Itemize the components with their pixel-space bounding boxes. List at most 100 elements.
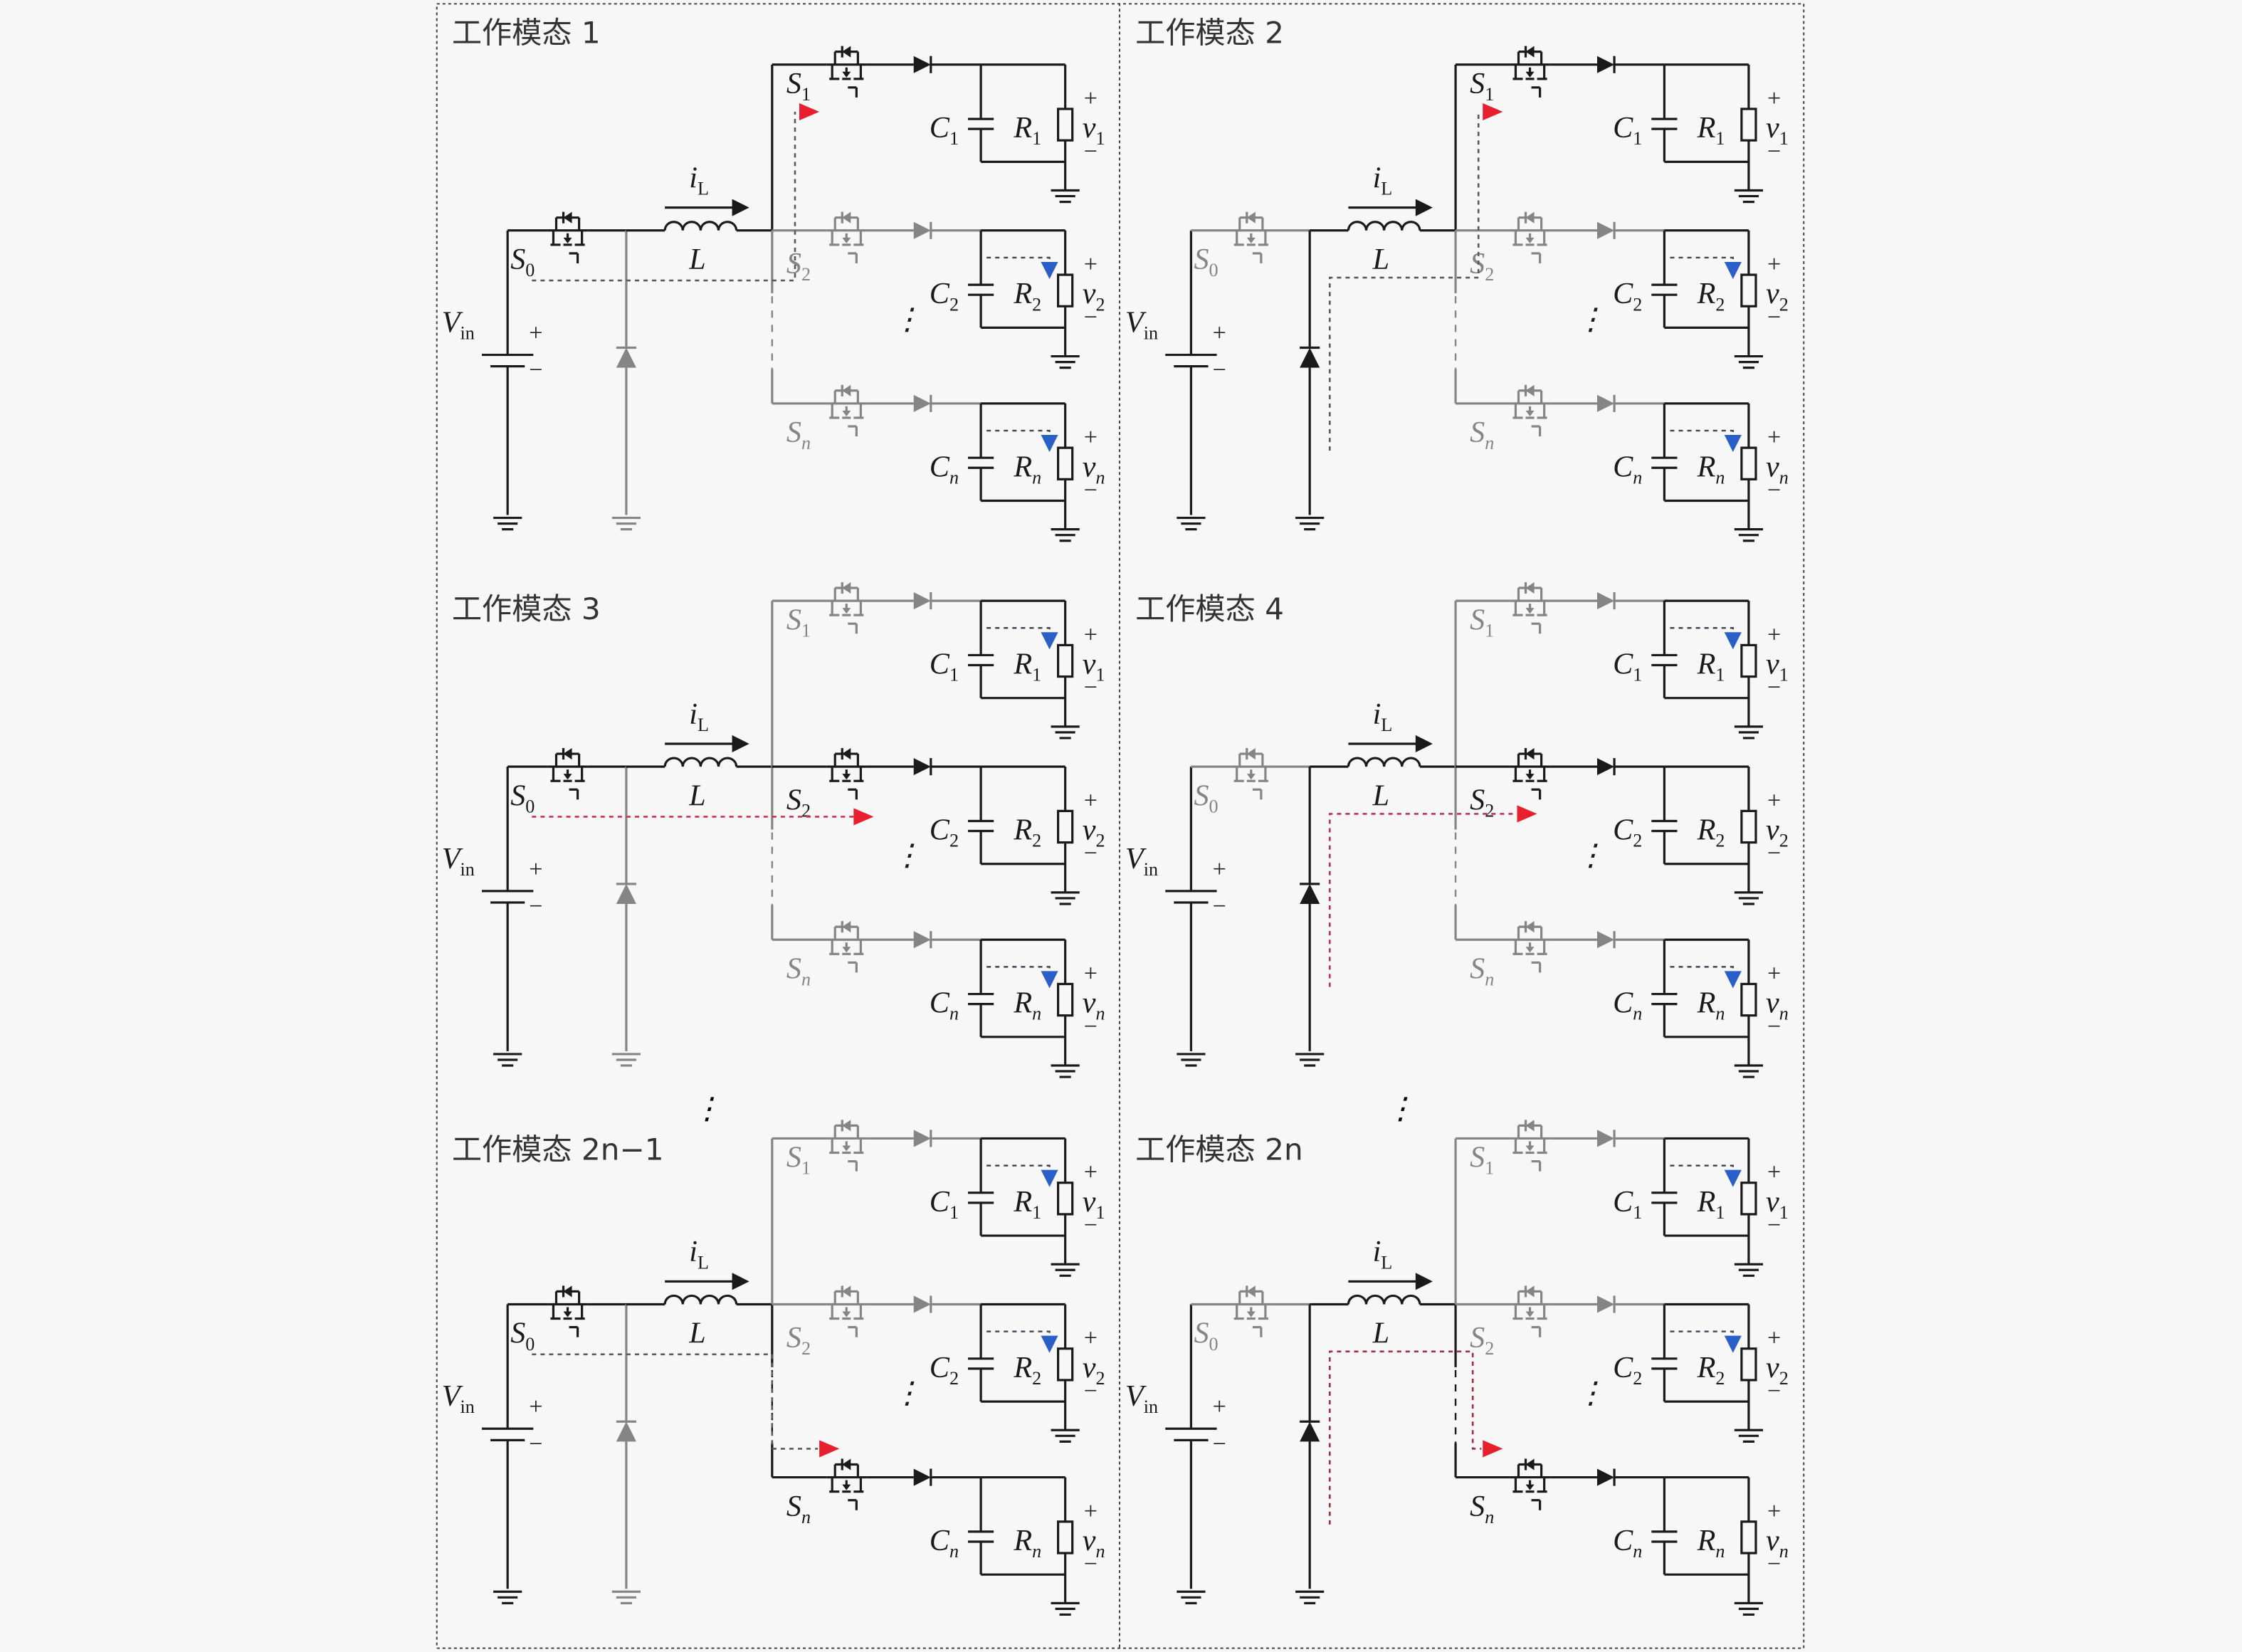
capacitor-label-cn: Cn — [930, 987, 959, 1024]
mosfet-icon — [1510, 748, 1550, 800]
switch-label-s1-main: S — [1470, 1141, 1485, 1174]
voltage-label-vn: vn — [1083, 987, 1105, 1024]
mosfet-arrow-head — [842, 774, 851, 780]
body-diode-icon — [842, 582, 851, 594]
vin-label-subscript: in — [1144, 859, 1158, 880]
s0-label-main: S — [510, 1317, 525, 1350]
mosfet-icon — [1510, 582, 1550, 634]
resistor-label-r1: R1 — [1697, 648, 1725, 685]
voltage-label-v2-main: v — [1083, 277, 1096, 310]
inductor-current-label-subscript: L — [1381, 1252, 1392, 1273]
panel-title: 工作模态 2 — [1135, 16, 1284, 51]
resistor-label-r1: R1 — [1013, 648, 1041, 685]
body-diode-icon — [1246, 211, 1256, 223]
mosfet-arrow-head — [1525, 1145, 1535, 1152]
switch-label-sn-subscript: n — [1485, 969, 1494, 989]
capacitor-label-c1-subscript: 1 — [1633, 1202, 1642, 1223]
blue-current-arrow-icon — [1041, 1169, 1058, 1187]
voltage-label-v1: v1 — [1766, 111, 1789, 149]
output-plus: + — [1767, 1325, 1781, 1352]
body-diode-icon — [563, 211, 572, 223]
resistor-label-r2-main: R — [1013, 277, 1032, 310]
capacitor-label-cn: Cn — [1613, 1524, 1642, 1562]
blue-current-arrow-icon — [1724, 971, 1742, 989]
branch-ellipsis: ⋮ — [1576, 1377, 1606, 1410]
switch-label-s2: S2 — [1470, 1321, 1494, 1359]
body-diode-icon — [1525, 1458, 1535, 1471]
inductor-current-label-main: i — [1373, 1235, 1381, 1268]
mosfet-icon — [547, 211, 588, 263]
resistor-label-rn: Rn — [1697, 450, 1725, 488]
inductor-current-label-subscript: L — [698, 715, 709, 735]
capacitor-label-cn-subscript: n — [949, 1004, 959, 1024]
switch-label-s1-subscript: 1 — [1485, 84, 1494, 105]
mosfet-arrow-head — [1525, 237, 1535, 243]
vin-label-subscript: in — [460, 322, 475, 343]
capacitor-label-c2: C2 — [1613, 1351, 1642, 1389]
switch-label-s1-subscript: 1 — [1485, 620, 1494, 641]
vin-label-main: V — [442, 842, 463, 875]
inductor-label-main: L — [1372, 779, 1389, 812]
switch-label-sn-main: S — [1470, 1490, 1485, 1523]
resistor-label-rn-main: R — [1013, 987, 1032, 1020]
resistor-label-r2-subscript: 2 — [1715, 294, 1725, 315]
diode-icon — [913, 56, 931, 73]
freewheel-diode-icon — [1300, 347, 1320, 368]
inductor-current-label-subscript: L — [1381, 179, 1392, 199]
voltage-label-v2-subscript: 2 — [1095, 294, 1105, 315]
mosfet-icon — [1510, 46, 1550, 98]
output-minus: − — [1767, 841, 1781, 867]
mosfet-icon — [1510, 384, 1550, 437]
mosfet-arrow-head — [842, 947, 851, 953]
resistor-label-rn-main: R — [1697, 450, 1716, 483]
mosfet-icon — [826, 582, 867, 634]
capacitor-label-c2-subscript: 2 — [949, 831, 959, 851]
ground-icon — [1051, 891, 1080, 905]
ground-icon — [1734, 1064, 1764, 1078]
ground-icon — [1734, 1263, 1764, 1277]
capacitor-label-cn-main: C — [1613, 450, 1633, 483]
inductor-current-path — [532, 112, 796, 282]
row-ellipsis-left: ⋮ — [692, 1092, 722, 1125]
voltage-label-v1: v1 — [1766, 1185, 1789, 1223]
inductor-icon — [1347, 757, 1421, 767]
resistor-label-r1: R1 — [1697, 111, 1725, 149]
body-diode-icon — [1246, 748, 1256, 760]
inductor-current-label-main: i — [1373, 162, 1381, 195]
mosfet-icon — [1231, 211, 1271, 263]
switch-label-s1-main: S — [1470, 603, 1485, 636]
capacitor-label-c1-main: C — [930, 1185, 950, 1219]
resistor-label-r1-main: R — [1013, 1185, 1032, 1219]
body-diode-icon — [1525, 384, 1535, 396]
resistor-label-rn: Rn — [1013, 450, 1041, 488]
diode-icon — [1596, 1468, 1615, 1486]
capacitor-label-c1: C1 — [1613, 111, 1642, 149]
mosfet-icon — [1510, 1458, 1550, 1510]
capacitor-label-c2: C2 — [1613, 277, 1642, 315]
capacitor-label-cn-main: C — [930, 987, 950, 1020]
panel-title: 工作模态 2n−1 — [452, 1132, 664, 1167]
ground-icon — [1295, 1053, 1325, 1067]
voltage-label-v1-main: v — [1083, 648, 1096, 681]
resistor-label-r1-subscript: 1 — [1715, 665, 1725, 685]
voltage-label-v1-main: v — [1083, 111, 1096, 144]
capacitor-label-c2-main: C — [930, 277, 950, 310]
voltage-label-v1-subscript: 1 — [1095, 665, 1105, 685]
inductor-current-label-subscript: L — [698, 179, 709, 199]
capacitor-label-c1-main: C — [930, 648, 950, 681]
resistor-label-rn-subscript: n — [1715, 467, 1725, 488]
capacitor-label-c2-main: C — [1613, 277, 1633, 310]
voltage-label-v2: v2 — [1766, 814, 1789, 851]
voltage-label-v1-subscript: 1 — [1779, 1202, 1789, 1223]
switch-label-s1: S1 — [1470, 1141, 1494, 1179]
current-arrow-head-icon — [732, 199, 749, 216]
